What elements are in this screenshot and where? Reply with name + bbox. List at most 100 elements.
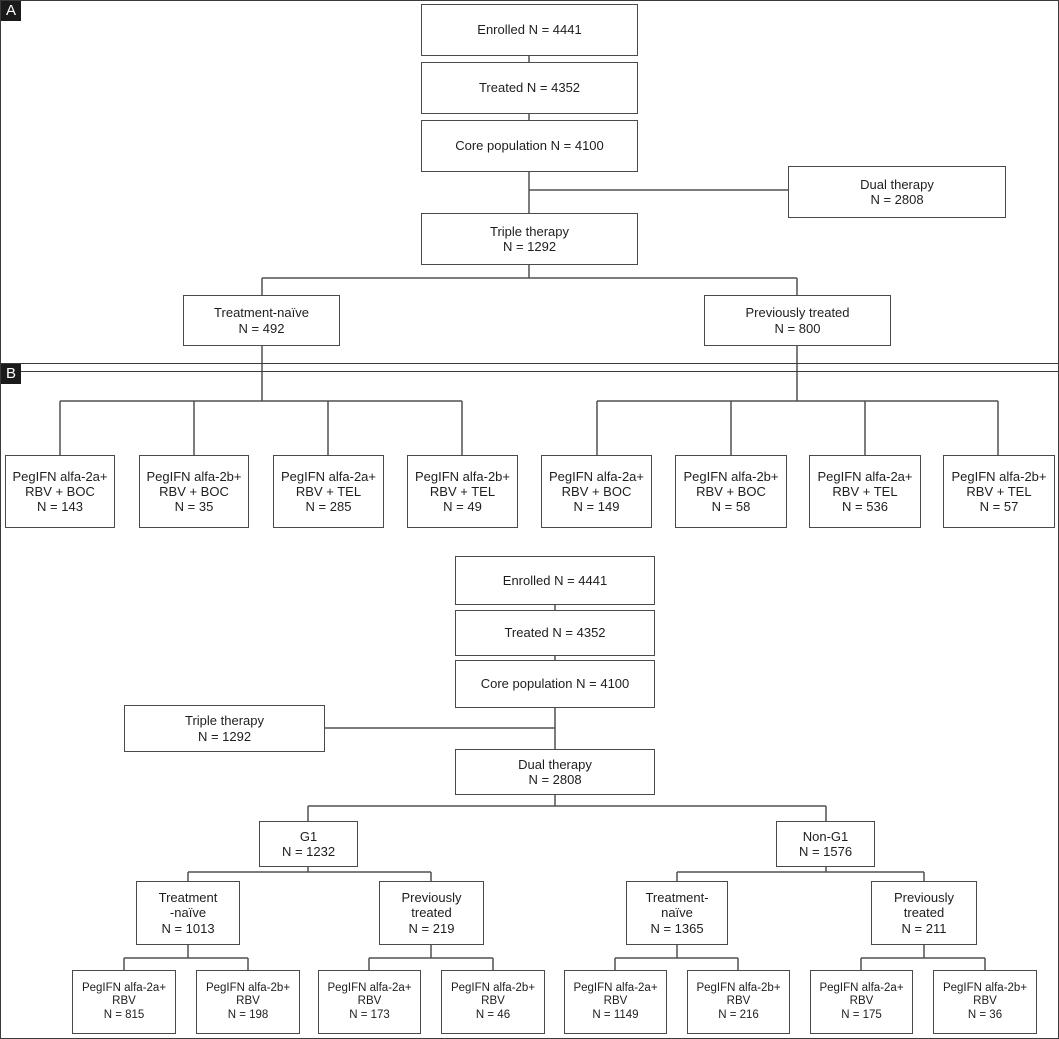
a-arm-2-line-0: PegIFN alfa-2b+ bbox=[146, 468, 242, 484]
b-enrolled-box: Enrolled N = 4441 bbox=[455, 556, 655, 605]
a-arm-5-line-2: N = 149 bbox=[573, 499, 620, 515]
b-arm-1-line-0: PegIFN alfa-2a+ bbox=[81, 981, 167, 994]
b-non-g1-previously-treated-line-2: N = 211 bbox=[901, 920, 947, 936]
b-arm-6-box: PegIFN alfa-2b+ RBV N = 216 bbox=[687, 970, 790, 1034]
a-core-population-box: Core population N = 4100 bbox=[421, 120, 638, 172]
a-arm-5-line-1: RBV + BOC bbox=[561, 483, 632, 499]
a-arm-3-line-0: PegIFN alfa-2a+ bbox=[280, 468, 377, 484]
b-g1-treatment-naive-line-1: -naïve bbox=[169, 905, 207, 921]
a-dual-therapy-line-0: Dual therapy bbox=[860, 176, 934, 192]
a-treated-box: Treated N = 4352 bbox=[421, 62, 638, 114]
b-arm-2-line-2: N = 198 bbox=[227, 1008, 269, 1021]
b-triple-therapy-box: Triple therapy N = 1292 bbox=[124, 705, 325, 752]
a-triple-therapy-line-0: Triple therapy bbox=[490, 223, 569, 239]
b-arm-5-line-0: PegIFN alfa-2a+ bbox=[573, 981, 658, 994]
a-triple-therapy-line-1: N = 1292 bbox=[502, 239, 557, 254]
a-arm-4-line-0: PegIFN alfa-2b+ bbox=[414, 468, 511, 484]
a-arm-7-line-1: RBV + TEL bbox=[832, 483, 898, 499]
a-arm-1-line-2: N = 143 bbox=[37, 499, 83, 515]
b-non-g1-line-0: Non-G1 bbox=[802, 828, 849, 844]
b-arm-4-line-2: N = 46 bbox=[475, 1008, 511, 1021]
b-arm-6-line-2: N = 216 bbox=[718, 1008, 759, 1021]
b-arm-5-box: PegIFN alfa-2a+ RBV N = 1149 bbox=[564, 970, 667, 1034]
b-non-g1-treatment-naive-line-0: Treatment- bbox=[645, 890, 709, 905]
b-arm-3-box: PegIFN alfa-2a+ RBV N = 173 bbox=[318, 970, 421, 1034]
a-core-population-line-0: Core population N = 4100 bbox=[455, 138, 604, 154]
a-arm-3-line-2: N = 285 bbox=[305, 499, 352, 515]
b-arm-4-line-0: PegIFN alfa-2b+ bbox=[450, 981, 536, 994]
a-arm-8-line-1: RBV + TEL bbox=[966, 483, 1032, 499]
b-non-g1-previously-treated-line-1: treated bbox=[903, 905, 945, 921]
b-arm-3-line-1: RBV bbox=[357, 995, 382, 1008]
a-arm-6-line-2: N = 58 bbox=[711, 499, 751, 515]
b-arm-2-line-0: PegIFN alfa-2b+ bbox=[205, 981, 291, 994]
a-arm-7-line-2: N = 536 bbox=[842, 499, 888, 515]
b-enrolled-line-0: Enrolled N = 4441 bbox=[502, 572, 608, 588]
a-arm-8-line-2: N = 57 bbox=[979, 499, 1019, 515]
a-arm-4-line-1: RBV + TEL bbox=[429, 483, 496, 499]
a-previously-treated-line-1: N = 800 bbox=[774, 320, 821, 336]
b-arm-7-box: PegIFN alfa-2a+ RBV N = 175 bbox=[810, 970, 913, 1034]
b-arm-4-box: PegIFN alfa-2b+ RBV N = 46 bbox=[441, 970, 545, 1034]
b-arm-2-line-1: RBV bbox=[236, 995, 260, 1008]
b-arm-5-line-2: N = 1149 bbox=[592, 1008, 639, 1021]
a-treatment-naive-line-1: N = 492 bbox=[238, 320, 285, 336]
b-non-g1-line-1: N = 1576 bbox=[798, 844, 853, 859]
a-arm-6-line-1: RBV + BOC bbox=[696, 483, 766, 499]
a-arm-5-line-0: PegIFN alfa-2a+ bbox=[548, 468, 645, 484]
b-non-g1-treatment-naive-box: Treatment- naïve N = 1365 bbox=[626, 881, 728, 945]
b-arm-2-box: PegIFN alfa-2b+ RBV N = 198 bbox=[196, 970, 300, 1034]
b-arm-8-line-1: RBV bbox=[973, 995, 997, 1008]
b-g1-previously-treated-box: Previously treated N = 219 bbox=[379, 881, 484, 945]
a-arm-2-line-2: N = 35 bbox=[174, 499, 214, 515]
b-arm-7-line-1: RBV bbox=[849, 995, 874, 1008]
a-enrolled-line-0: Enrolled N = 4441 bbox=[477, 22, 582, 38]
b-g1-box: G1 N = 1232 bbox=[259, 821, 358, 867]
b-non-g1-treatment-naive-line-2: N = 1365 bbox=[650, 920, 704, 936]
b-arm-8-box: PegIFN alfa-2b+ RBV N = 36 bbox=[933, 970, 1037, 1034]
a-arm-4-box: PegIFN alfa-2b+ RBV + TEL N = 49 bbox=[407, 455, 518, 528]
b-core-population-line-0: Core population N = 4100 bbox=[480, 676, 630, 692]
b-g1-treatment-naive-line-2: N = 1013 bbox=[161, 920, 215, 936]
a-arm-4-line-2: N = 49 bbox=[443, 499, 482, 515]
b-arm-3-line-2: N = 173 bbox=[349, 1008, 390, 1021]
b-g1-previously-treated-line-0: Previously bbox=[401, 890, 462, 905]
a-arm-6-line-0: PegIFN alfa-2b+ bbox=[683, 468, 779, 484]
b-dual-therapy-line-0: Dual therapy bbox=[518, 756, 592, 772]
a-arm-1-line-1: RBV + BOC bbox=[25, 483, 95, 499]
b-non-g1-box: Non-G1 N = 1576 bbox=[776, 821, 875, 867]
panel-b-label: B bbox=[1, 364, 21, 384]
a-arm-2-line-1: RBV + BOC bbox=[159, 483, 229, 499]
a-treated-line-0: Treated N = 4352 bbox=[478, 80, 581, 96]
b-arm-5-line-1: RBV bbox=[603, 995, 628, 1008]
b-core-population-box: Core population N = 4100 bbox=[455, 660, 655, 708]
b-arm-7-line-0: PegIFN alfa-2a+ bbox=[819, 981, 904, 994]
a-arm-3-box: PegIFN alfa-2a+ RBV + TEL N = 285 bbox=[273, 455, 384, 528]
b-triple-therapy-line-0: Triple therapy bbox=[185, 713, 264, 729]
a-previously-treated-line-0: Previously treated bbox=[745, 305, 850, 321]
b-g1-line-1: N = 1232 bbox=[281, 844, 336, 859]
b-non-g1-treatment-naive-line-1: naïve bbox=[661, 905, 693, 921]
b-g1-treatment-naive-line-0: Treatment bbox=[158, 890, 218, 905]
a-enrolled-box: Enrolled N = 4441 bbox=[421, 4, 638, 56]
b-g1-previously-treated-line-1: treated bbox=[411, 905, 452, 921]
a-dual-therapy-box: Dual therapy N = 2808 bbox=[788, 166, 1006, 218]
a-previously-treated-box: Previously treated N = 800 bbox=[704, 295, 891, 346]
a-triple-therapy-box: Triple therapy N = 1292 bbox=[421, 213, 638, 265]
b-arm-7-line-2: N = 175 bbox=[841, 1008, 882, 1021]
a-treatment-naive-line-0: Treatment-naïve bbox=[214, 305, 309, 321]
b-treated-line-0: Treated N = 4352 bbox=[504, 625, 606, 641]
a-treatment-naive-box: Treatment-naïve N = 492 bbox=[183, 295, 340, 346]
b-arm-6-line-1: RBV bbox=[726, 995, 751, 1008]
b-arm-6-line-0: PegIFN alfa-2b+ bbox=[696, 981, 781, 994]
b-dual-therapy-box: Dual therapy N = 2808 bbox=[455, 749, 655, 795]
b-g1-line-0: G1 bbox=[299, 828, 318, 844]
a-dual-therapy-line-1: N = 2808 bbox=[870, 192, 924, 207]
a-arm-1-line-0: PegIFN alfa-2a+ bbox=[12, 468, 108, 484]
b-arm-3-line-0: PegIFN alfa-2a+ bbox=[327, 981, 412, 994]
a-arm-8-box: PegIFN alfa-2b+ RBV + TEL N = 57 bbox=[943, 455, 1055, 528]
a-arm-1-box: PegIFN alfa-2a+ RBV + BOC N = 143 bbox=[5, 455, 115, 528]
a-arm-3-line-1: RBV + TEL bbox=[295, 483, 362, 499]
a-arm-2-box: PegIFN alfa-2b+ RBV + BOC N = 35 bbox=[139, 455, 249, 528]
